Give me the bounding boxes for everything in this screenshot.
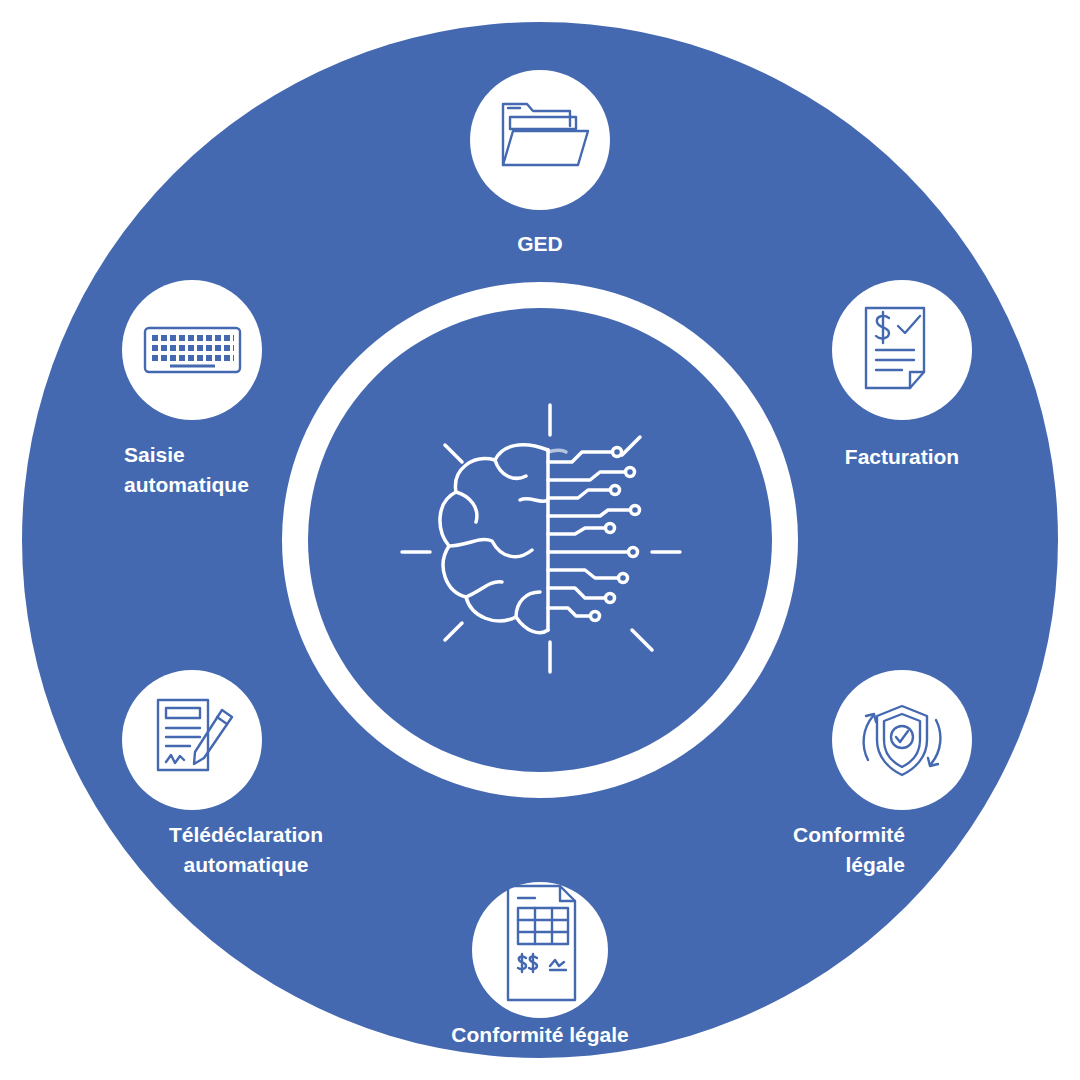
feature-label: Conformité légale (380, 1020, 700, 1050)
feature-circle: Télédéclaration automatique (122, 670, 262, 810)
feature-label-group: Facturation (792, 442, 1012, 472)
feature-circle: Conformité légale (472, 882, 608, 1018)
feature-label: Télédéclaration automatique (126, 820, 366, 880)
spreadsheet-icon (508, 886, 575, 1000)
feature-label: Facturation (792, 442, 1012, 472)
feature-label: Conformité légale (755, 820, 905, 880)
shield-icon (864, 706, 941, 775)
feature-label: GED (440, 229, 640, 259)
feature-circle: Saisie automatique (122, 280, 262, 420)
feature-label-group: Saisie automatique (124, 440, 284, 500)
feature-circle: Facturation (832, 280, 972, 420)
folder-icon (503, 104, 588, 165)
feature-label-group: GED (440, 229, 640, 259)
feature-label-group: Télédéclaration automatique (126, 820, 366, 880)
feature-label-group: Conformité légale (380, 1020, 700, 1050)
feature-circle: GED (470, 70, 610, 210)
feature-label-group: Conformité légale (755, 820, 905, 880)
document-pen-icon (158, 700, 232, 770)
feature-label: Saisie automatique (124, 440, 284, 500)
invoice-icon (866, 308, 924, 388)
brain-icon (402, 405, 680, 672)
feature-circle: Conformité légale (832, 670, 972, 810)
keyboard-icon (145, 328, 240, 372)
